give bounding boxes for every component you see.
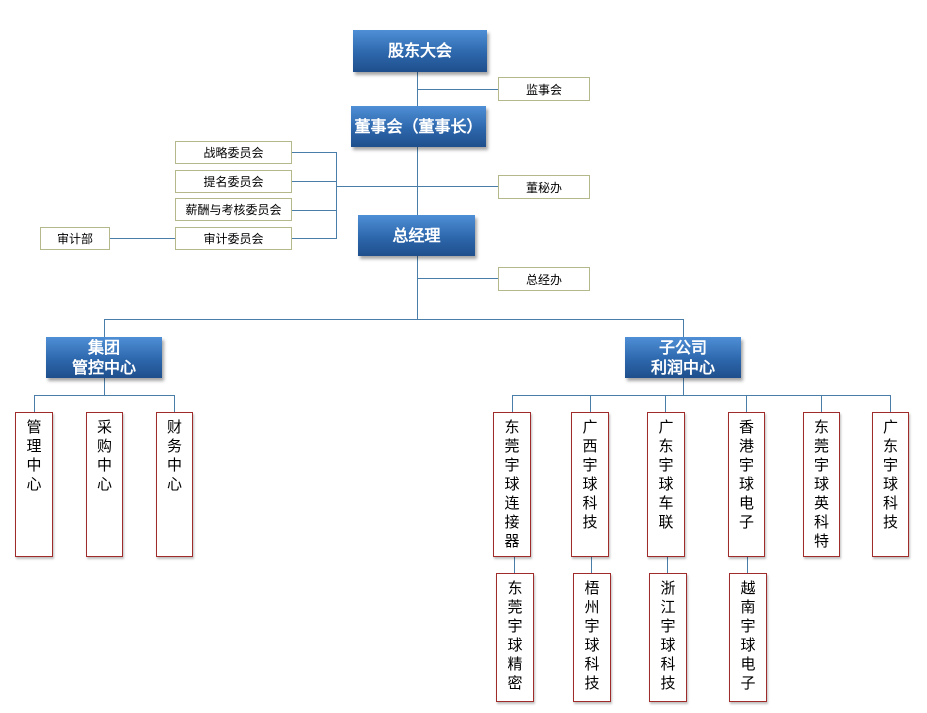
node-label: 管理中心 xyxy=(24,419,43,495)
connector xyxy=(512,395,513,412)
node-label: 财务中心 xyxy=(165,419,183,495)
node-label: 东莞宇球英科特 xyxy=(812,419,830,552)
node-label: 广西宇球科技 xyxy=(580,419,599,533)
connector xyxy=(746,395,747,412)
node-subsidiary-center: 子公司 利润中心 xyxy=(625,337,741,378)
node-group-center: 集团 管控中心 xyxy=(46,337,162,378)
node-label: 梧州宇球科技 xyxy=(582,580,601,694)
node-label: 采购中心 xyxy=(95,419,113,495)
node-committee: 薪酬与考核委员会 xyxy=(175,198,292,221)
connector xyxy=(667,556,668,573)
connector xyxy=(336,186,498,187)
node-subsidiary: 东莞宇球连接器 xyxy=(493,412,531,557)
node-label: 越南宇球电子 xyxy=(738,580,757,694)
node-label: 集团 xyxy=(87,337,120,357)
connector xyxy=(747,556,748,573)
connector xyxy=(417,278,498,279)
connector xyxy=(34,395,174,396)
node-committee: 提名委员会 xyxy=(175,170,292,193)
connector xyxy=(104,319,684,320)
connector xyxy=(512,395,890,396)
node-label: 子公司 xyxy=(658,337,707,357)
connector xyxy=(34,395,35,412)
connector xyxy=(821,395,822,412)
node-group-child: 采购中心 xyxy=(86,412,123,557)
node-subsidiary: 香港宇球电子 xyxy=(728,412,765,557)
node-gm-office: 总经办 xyxy=(498,267,590,291)
node-label: 管控中心 xyxy=(71,357,136,377)
node-sub-subsidiary: 浙江宇球科技 xyxy=(649,573,687,702)
connector xyxy=(417,60,418,320)
node-group-child: 管理中心 xyxy=(15,412,53,557)
node-label: 香港宇球电子 xyxy=(737,419,755,533)
node-label: 董事会（董事长） xyxy=(354,116,483,136)
node-label: 东莞宇球连接器 xyxy=(502,419,521,552)
node-subsidiary: 广东宇球车联 xyxy=(647,412,685,557)
connector xyxy=(292,210,336,211)
connector xyxy=(174,395,175,412)
node-label: 总经理 xyxy=(392,225,441,245)
node-sub-subsidiary: 东莞宇球精密 xyxy=(496,573,534,702)
connector xyxy=(110,238,175,239)
connector xyxy=(336,152,337,239)
node-board-secretary: 董秘办 xyxy=(498,175,590,199)
node-supervisors: 监事会 xyxy=(498,77,590,101)
node-subsidiary: 广东宇球科技 xyxy=(872,412,909,557)
node-subsidiary: 广西宇球科技 xyxy=(571,412,609,557)
node-label: 东莞宇球精密 xyxy=(505,580,524,694)
node-label: 广东宇球车联 xyxy=(656,419,675,533)
node-committee: 审计委员会 xyxy=(175,227,292,250)
connector xyxy=(890,395,891,412)
node-sub-subsidiary: 梧州宇球科技 xyxy=(573,573,611,702)
node-committee: 战略委员会 xyxy=(175,141,292,164)
node-board: 董事会（董事长） xyxy=(351,106,486,147)
node-general-manager: 总经理 xyxy=(358,215,475,256)
node-label: 股东大会 xyxy=(387,41,452,60)
connector xyxy=(514,556,515,573)
node-label: 浙江宇球科技 xyxy=(658,580,677,694)
node-sub-subsidiary: 越南宇球电子 xyxy=(729,573,767,702)
connector xyxy=(590,395,591,412)
connector xyxy=(591,556,592,573)
node-group-child: 财务中心 xyxy=(156,412,193,557)
node-shareholders: 股东大会 xyxy=(353,30,487,72)
node-audit-dept: 审计部 xyxy=(40,227,110,250)
node-subsidiary: 东莞宇球英科特 xyxy=(803,412,840,557)
node-label: 利润中心 xyxy=(650,357,715,377)
connector xyxy=(417,89,498,90)
node-label: 广东宇球科技 xyxy=(881,419,899,533)
connector xyxy=(292,181,336,182)
connector xyxy=(292,238,336,239)
connector xyxy=(292,152,336,153)
connector xyxy=(665,395,666,412)
